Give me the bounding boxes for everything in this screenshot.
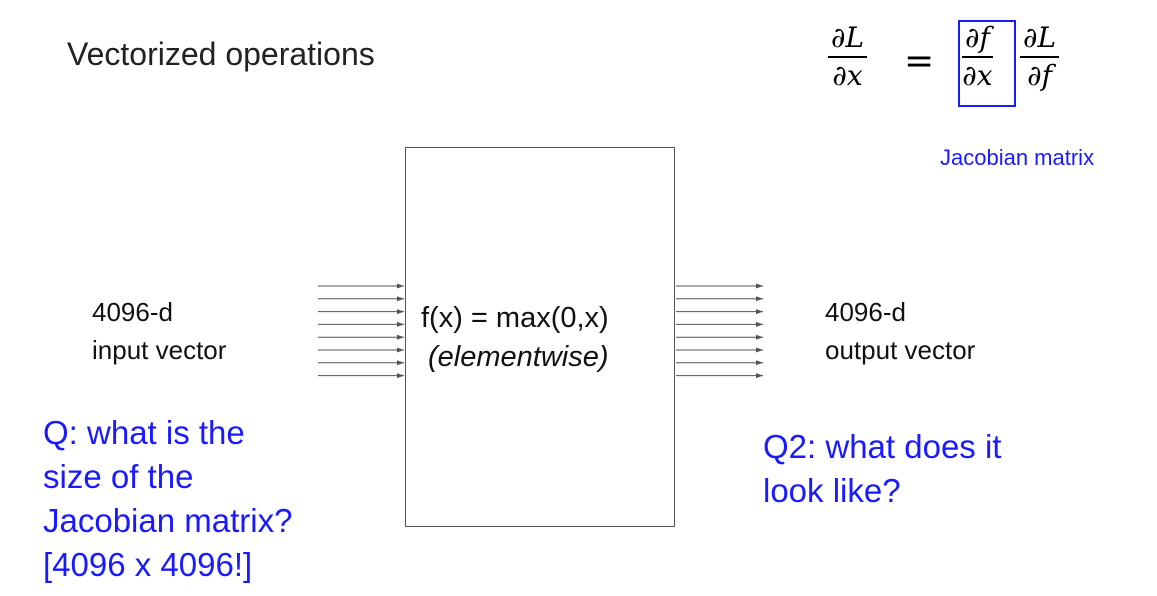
question-1-line: size of the — [43, 458, 194, 495]
input-vector-label: 4096-d input vector — [92, 293, 226, 369]
question-1-line: Q: what is the — [43, 414, 245, 451]
rhs-numerator: ∂L — [1023, 21, 1057, 54]
slide-title: Vectorized operations — [67, 36, 375, 72]
output-name: output vector — [825, 335, 976, 365]
question-1: Q: what is the size of the Jacobian matr… — [43, 411, 292, 587]
question-1-answer: [4096 x 4096!] — [43, 546, 253, 583]
question-2: Q2: what does it look like? — [763, 425, 1001, 513]
jacobian-matrix-label: Jacobian matrix — [940, 145, 1095, 170]
jacobian-numerator: ∂f — [965, 21, 990, 54]
output-vector-label: 4096-d output vector — [825, 293, 975, 369]
jacobian-denominator: ∂x — [962, 59, 993, 92]
chain-rule-equation: ∂L ∂x = ∂f ∂x ∂L ∂f — [828, 20, 1088, 110]
jacobian-fraction: ∂f ∂x — [962, 24, 993, 90]
output-dim: 4096-d — [825, 297, 906, 327]
function-formula: f(x) = max(0,x) — [421, 302, 609, 334]
question-2-line: Q2: what does it — [763, 428, 1002, 465]
function-note: (elementwise) — [428, 341, 609, 373]
jacobian-highlight-box — [958, 20, 1016, 107]
equals-sign: = — [904, 41, 935, 82]
output-arrows — [676, 283, 763, 379]
lhs-numerator: ∂L — [831, 21, 865, 54]
function-box — [405, 147, 675, 527]
question-1-line: Jacobian matrix? — [43, 502, 293, 539]
input-dim: 4096-d — [92, 297, 173, 327]
rhs-fraction: ∂L ∂f — [1020, 21, 1060, 92]
lhs-fraction: ∂L ∂x — [828, 21, 868, 92]
input-name: input vector — [92, 335, 227, 365]
rhs-denominator: ∂f — [1027, 59, 1052, 92]
input-arrows — [318, 283, 404, 379]
lhs-denominator: ∂x — [832, 59, 863, 92]
question-2-line: look like? — [763, 472, 901, 509]
